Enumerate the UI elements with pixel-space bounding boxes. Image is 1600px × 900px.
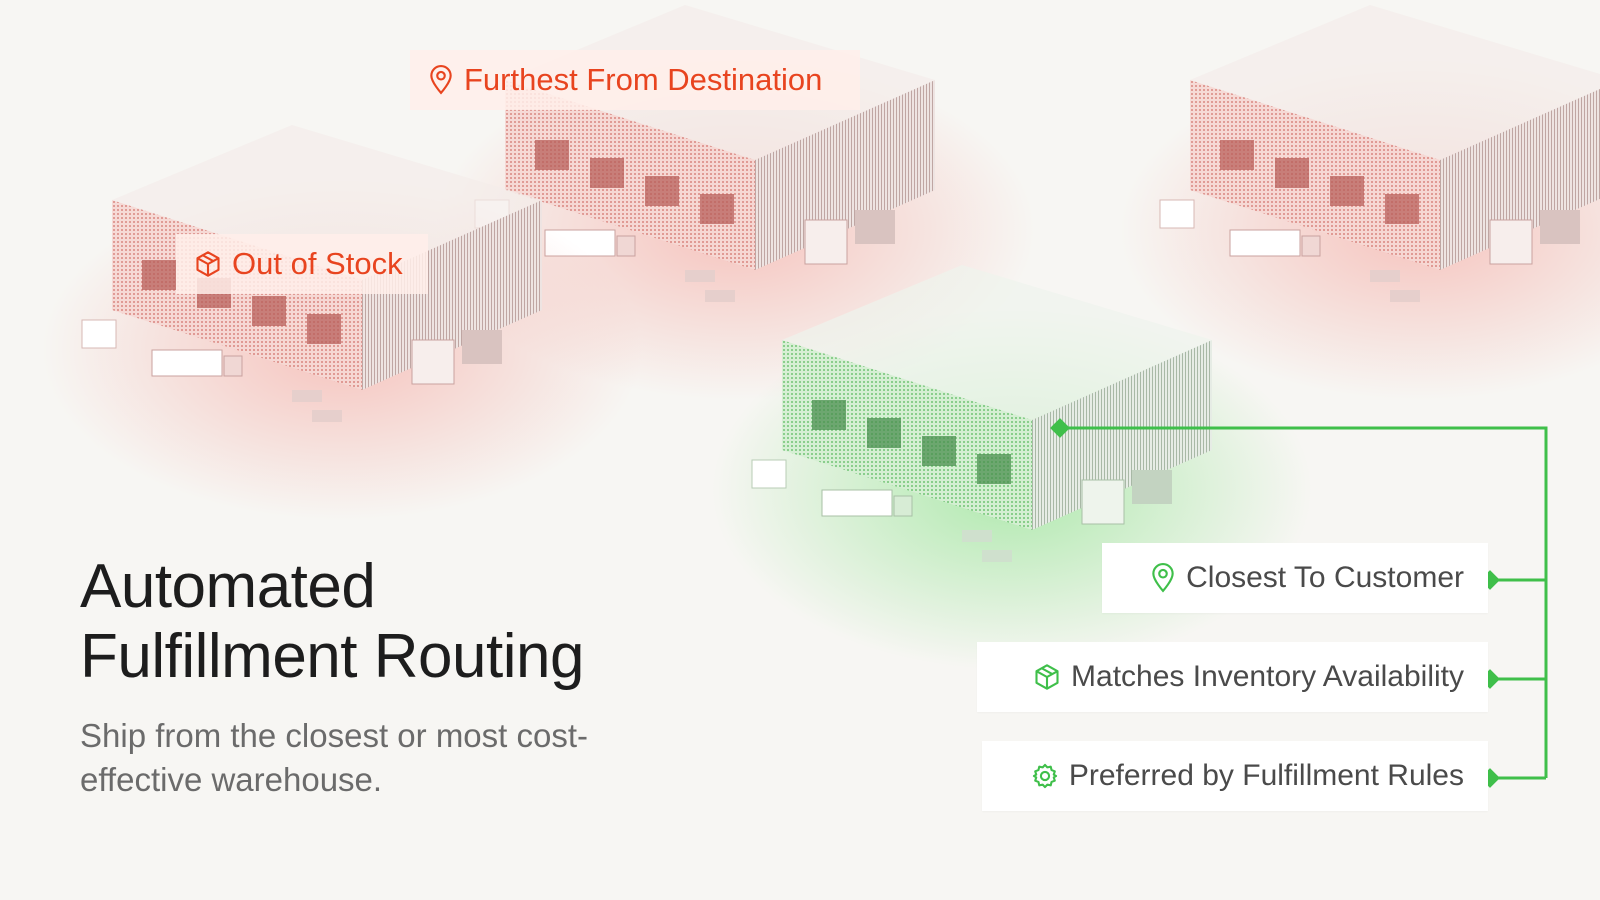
map-pin-icon [1152, 563, 1174, 593]
furthest-from-destination-label: Furthest From Destination [410, 50, 860, 110]
out-of-stock-label: Out of Stock [176, 234, 428, 294]
criteria-closest-to-customer: Closest To Customer [1102, 543, 1488, 613]
page-title-line-1: Automated [80, 552, 376, 621]
page-subtitle: Ship from the closest or most cost-effec… [80, 717, 589, 798]
package-icon [1035, 664, 1059, 690]
map-pin-icon [430, 65, 452, 95]
criteria-matches-inventory: Matches Inventory Availability [977, 642, 1488, 712]
gear-icon [1032, 763, 1057, 789]
out-of-stock-label-text: Out of Stock [232, 246, 403, 281]
criteria-preferred-by-rules: Preferred by Fulfillment Rules [982, 741, 1488, 811]
criteria-label: Preferred by Fulfillment Rules [1068, 759, 1464, 792]
criteria-label: Matches Inventory Availability [1071, 660, 1464, 693]
page-title-line-2: Fulfillment Routing [80, 622, 584, 691]
package-icon [196, 251, 220, 277]
page-title: Automated Fulfillment Routing [80, 552, 584, 692]
criteria-label: Closest To Customer [1186, 561, 1464, 594]
furthest-label-text: Furthest From Destination [464, 62, 823, 97]
